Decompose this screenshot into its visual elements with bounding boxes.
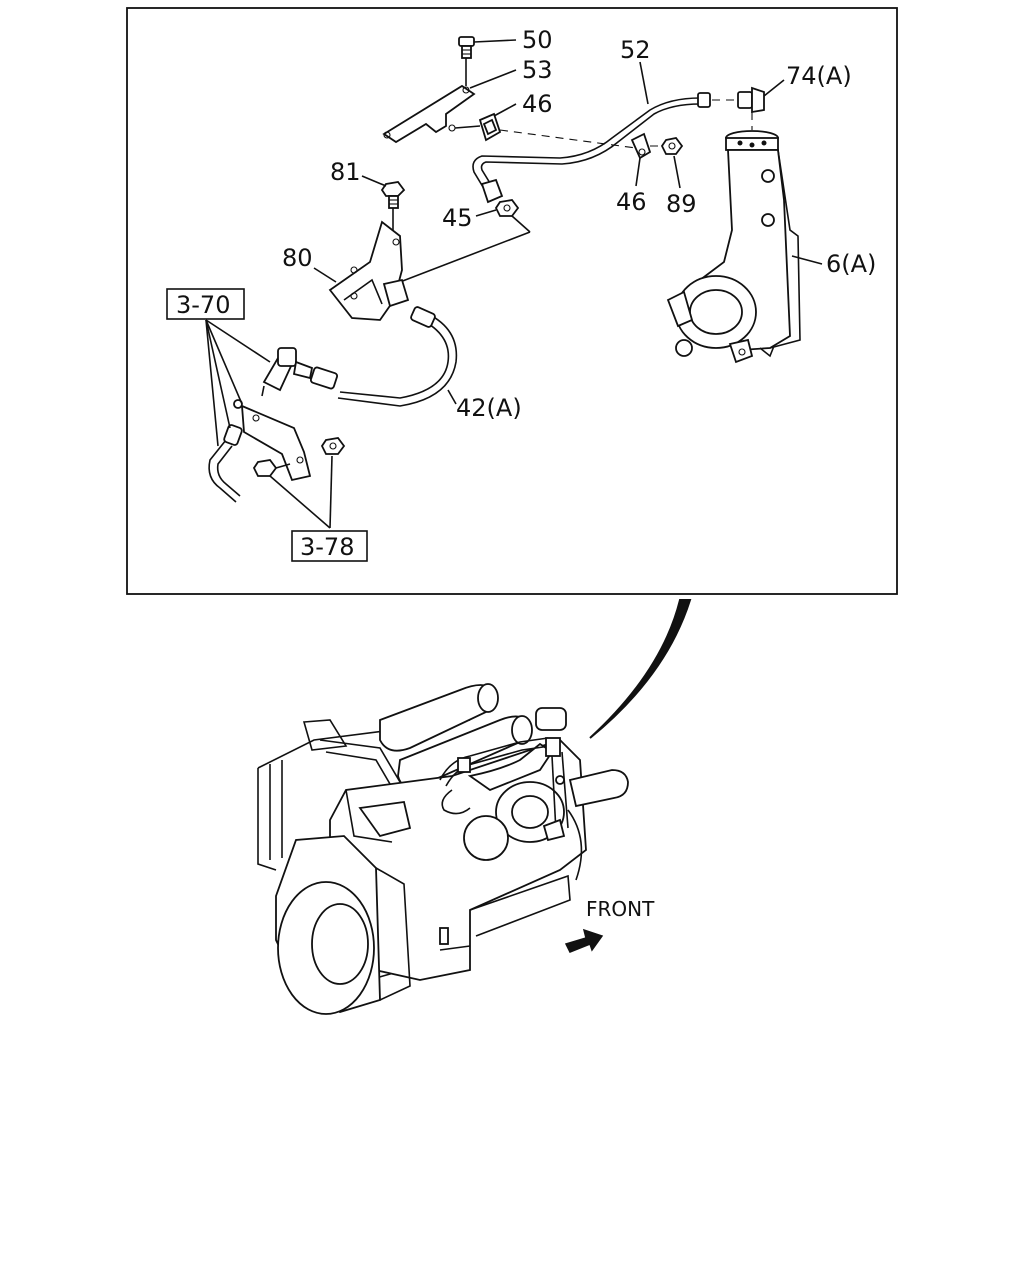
- front-arrow-icon: [564, 928, 604, 953]
- part-74a-elbow: [712, 79, 785, 130]
- part-81-bolt: [361, 175, 406, 236]
- callout-6a: 6(A): [826, 250, 876, 278]
- part-6a-exhaust-housing: [666, 130, 823, 364]
- part-42a-hose: [309, 306, 458, 407]
- callout-89: 89: [666, 190, 697, 218]
- callout-80: 80: [282, 244, 313, 272]
- callout-53: 53: [522, 56, 553, 84]
- callout-46-upper: 46: [522, 90, 553, 118]
- ref-3-70-leaders: [205, 319, 271, 447]
- callout-46-lower: 46: [616, 188, 647, 216]
- part-89-nut: [650, 137, 684, 189]
- ref-3-70-label: 3-70: [176, 291, 230, 319]
- detail-pointer: [589, 599, 692, 739]
- ref-3-78-label: 3-78: [300, 533, 354, 561]
- part-52-pipe: [472, 61, 711, 204]
- callout-74a: 74(A): [786, 62, 852, 90]
- detail-frame: [126, 7, 898, 595]
- ref-3-70-parts: [208, 347, 314, 503]
- part-80-bracket: [313, 220, 410, 321]
- callout-81: 81: [330, 158, 361, 186]
- callout-45: 45: [442, 204, 473, 232]
- ref-3-70-box: [166, 288, 245, 320]
- front-label: FRONT: [586, 897, 655, 921]
- ref-3-78-parts: [252, 437, 346, 529]
- ref-3-78-box: [291, 530, 368, 562]
- part-46-clip-upper: [448, 103, 517, 142]
- part-50-bolt: [458, 36, 517, 86]
- part-45-nut: [399, 199, 531, 283]
- part-53-bracket: [382, 69, 517, 144]
- callout-52: 52: [620, 36, 651, 64]
- part-46-clip-lower: [499, 129, 652, 187]
- callout-42a: 42(A): [456, 394, 522, 422]
- callout-50: 50: [522, 26, 553, 54]
- engine-overview: [257, 683, 629, 1015]
